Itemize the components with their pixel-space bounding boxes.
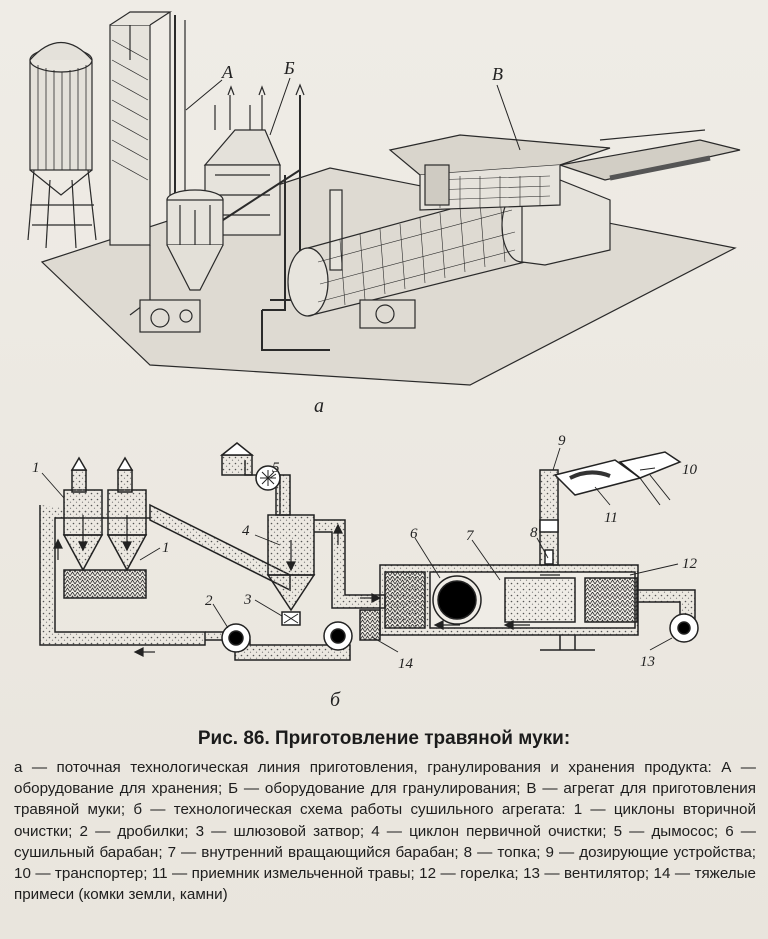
figure-a-drawing — [27, 11, 741, 386]
num-12: 12 — [682, 556, 698, 572]
figure-legend: а — поточная технологическая линия приго… — [14, 759, 756, 904]
num-14: 14 — [398, 656, 414, 672]
num-6: 6 — [410, 526, 418, 542]
sublabel-a: а — [314, 395, 324, 417]
figure-caption: Рис. 86. Приготовление травяной муки: — [197, 728, 571, 749]
num-3: 3 — [243, 592, 252, 608]
num-8: 8 — [530, 525, 538, 541]
num-13: 13 — [640, 654, 655, 670]
num-1b: 1 — [162, 540, 170, 556]
num-7: 7 — [466, 528, 475, 544]
num-11: 11 — [604, 510, 618, 526]
label-B: Б — [283, 58, 295, 78]
num-2: 2 — [205, 593, 213, 609]
num-10: 10 — [682, 462, 698, 478]
num-1a: 1 — [32, 460, 40, 476]
sublabel-b: б — [330, 689, 341, 711]
num-5: 5 — [272, 460, 280, 476]
figure-a-labels: А Б В а — [221, 58, 503, 417]
num-4: 4 — [242, 523, 250, 539]
label-A: А — [221, 62, 234, 82]
label-V: В — [492, 64, 503, 84]
num-9: 9 — [558, 433, 566, 449]
